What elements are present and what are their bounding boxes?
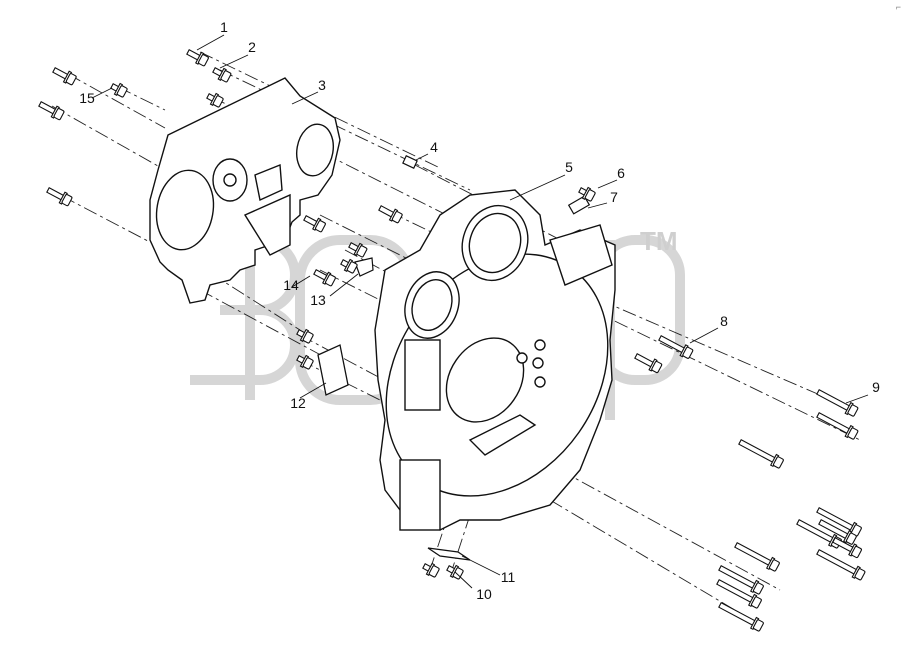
callout-label-6: 6 <box>617 165 625 181</box>
cover-part-12 <box>317 344 349 396</box>
callout-label-15: 15 <box>79 90 95 106</box>
bolt <box>816 549 866 581</box>
callout-leader-lines <box>91 34 869 589</box>
cover-plate <box>149 77 341 304</box>
bolt <box>378 205 403 224</box>
bolt <box>716 579 762 609</box>
callout-label-3: 3 <box>318 77 326 93</box>
bolt <box>348 242 368 258</box>
cover-part-13 <box>354 257 374 277</box>
bolt <box>734 542 780 572</box>
callout-label-1: 1 <box>220 19 228 35</box>
bolt <box>718 602 764 632</box>
bolt <box>52 67 77 86</box>
callout-label-4: 4 <box>430 139 438 155</box>
bolt <box>816 389 859 417</box>
bolt-group <box>38 49 866 632</box>
bolt <box>186 49 209 67</box>
bolt <box>46 187 73 207</box>
bolt <box>212 67 232 83</box>
callout-label-7: 7 <box>610 189 618 205</box>
corner-mark: ⌐ <box>895 2 901 12</box>
bolt <box>578 186 596 202</box>
sensor-part-7 <box>567 195 591 215</box>
bolt <box>422 562 440 578</box>
bolt <box>340 258 358 274</box>
bolt <box>296 328 314 344</box>
bolt <box>634 353 663 374</box>
flywheel-housing <box>374 189 616 531</box>
bolt <box>313 269 336 287</box>
bolt <box>816 412 859 440</box>
bolt <box>303 215 326 233</box>
callout-label-11: 11 <box>501 569 516 585</box>
callout-label-14: 14 <box>283 277 299 293</box>
bolt <box>446 564 464 580</box>
bolt <box>110 82 128 98</box>
bolt <box>832 537 862 559</box>
bolt <box>738 439 784 469</box>
callout-label-12: 12 <box>290 395 306 411</box>
callout-label-10: 10 <box>476 586 492 602</box>
callout-label-5: 5 <box>565 159 573 175</box>
callout-label-13: 13 <box>310 292 326 308</box>
bolt <box>658 335 694 359</box>
callout-label-8: 8 <box>720 313 728 329</box>
watermark-tm: TM <box>640 226 678 256</box>
bolt <box>718 565 764 595</box>
bolt <box>296 354 314 370</box>
bolt <box>818 519 857 545</box>
bolt <box>206 92 224 108</box>
callout-label-9: 9 <box>872 379 880 395</box>
sleeve-part-4 <box>402 155 418 169</box>
callout-label-2: 2 <box>248 39 256 55</box>
bolt <box>38 101 65 121</box>
